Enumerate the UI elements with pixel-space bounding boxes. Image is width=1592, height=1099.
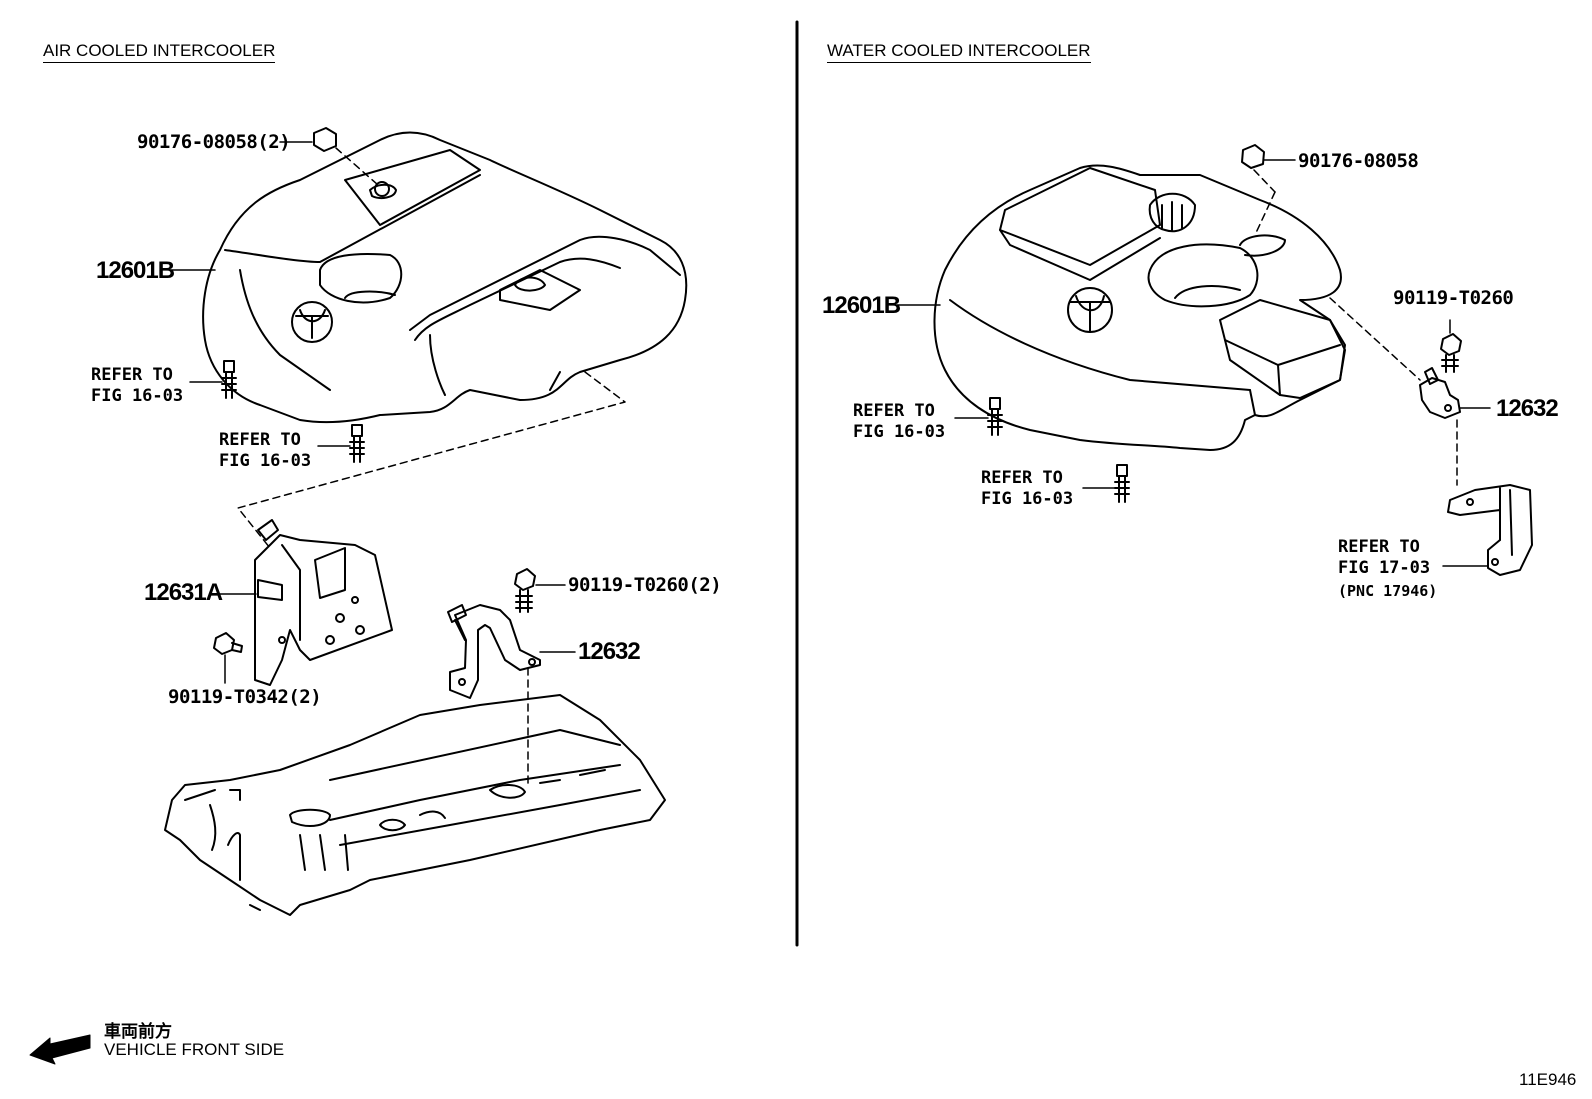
vehicle-front-en: VEHICLE FRONT SIDE	[104, 1040, 285, 1059]
right-stud-1	[954, 397, 1003, 436]
left-assembly-line	[237, 371, 626, 549]
left-bolt2-label: 90119-T0260(2)	[568, 574, 722, 596]
left-ref-2: REFER TO FIG 16-03	[219, 430, 312, 471]
right-lower-bracket	[1442, 484, 1533, 576]
left-section-title: AIR COOLED INTERCOOLER	[43, 41, 276, 63]
left-stud-2	[317, 424, 365, 463]
right-nut-label: 90176-08058	[1298, 150, 1419, 172]
left-engine-cover	[202, 131, 688, 424]
right-engine-cover	[933, 164, 1346, 451]
right-ref-3: REFER TO FIG 17-03	[1338, 537, 1431, 578]
left-bracket-b-label: 12632	[578, 638, 641, 665]
vehicle-front-arrow-icon	[29, 1034, 91, 1065]
left-bracket-12632	[447, 604, 576, 786]
left-nut-label: 90176-08058(2)	[137, 131, 291, 153]
right-bolt-label: 90119-T0260	[1393, 287, 1514, 309]
left-bolt-label: 90119-T0342(2)	[168, 686, 322, 708]
left-bracket-12631a	[213, 519, 393, 686]
left-nut-90176	[279, 127, 379, 186]
right-bracket-label: 12632	[1496, 395, 1559, 422]
right-pnc: (PNC 17946)	[1338, 582, 1438, 600]
left-bolt-90119-t0260	[514, 568, 566, 613]
right-cover-label: 12601B	[822, 292, 901, 319]
right-bracket-12632	[1329, 297, 1491, 486]
left-cylinder-head-cover	[164, 694, 666, 916]
right-ref-2: REFER TO FIG 16-03	[981, 468, 1074, 509]
vehicle-front-jp: 車両前方	[104, 1022, 172, 1041]
left-cover-label: 12601B	[96, 257, 175, 284]
right-stud-2	[1082, 464, 1130, 503]
left-bolt-90119-t0342	[213, 632, 243, 684]
left-ref-1: REFER TO FIG 16-03	[91, 365, 184, 406]
left-bracket-a-label: 12631A	[144, 579, 223, 606]
right-bolt-90119-t0260	[1440, 319, 1462, 373]
right-nut-90176	[1241, 144, 1296, 236]
right-ref-1: REFER TO FIG 16-03	[853, 401, 946, 442]
right-section-title: WATER COOLED INTERCOOLER	[827, 41, 1091, 63]
figure-id: 11E946	[1519, 1070, 1577, 1089]
left-stud-1	[189, 360, 237, 399]
